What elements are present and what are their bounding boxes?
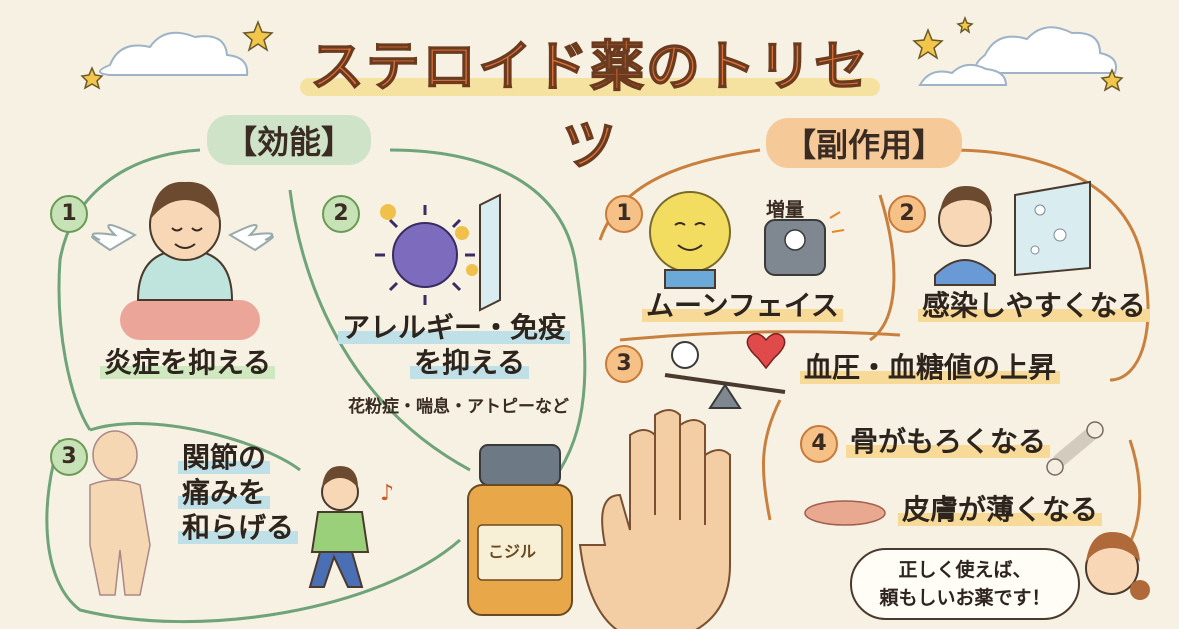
skin-icon (804, 500, 886, 526)
side-effect-text-5: 皮膚が薄くなる (898, 493, 1103, 526)
effect-text-3-line3: 和らげる (178, 511, 299, 544)
scale-text: 増量 (766, 199, 805, 221)
effect-note-2: 花粉症・喘息・アトピーなど (348, 397, 569, 417)
side-effect-number-3: 3 (605, 345, 643, 383)
speech-bubble: 正しく使えば、 頼もしいお薬です！ (850, 548, 1080, 620)
effect-text-2-line1: アレルギー・免疫 (338, 311, 571, 344)
bottle-label: こジル (488, 542, 537, 561)
effect-number-3: 3 (50, 438, 88, 476)
angel-person-icon (91, 181, 274, 340)
hand-icon (578, 409, 731, 629)
side-effect-label-4: 骨がもろくなる (846, 424, 1051, 459)
effect-text-3-line1: 関節の (178, 441, 271, 474)
side-effect-label-1: ムーンフェイス (642, 288, 843, 323)
speech-line-1: 正しく使えば、 (898, 559, 1032, 581)
scale-icon (764, 211, 845, 276)
side-effect-number-4: 4 (800, 425, 838, 463)
effect-label-1: 炎症を抑える (100, 345, 276, 380)
bone-icon (1046, 421, 1104, 476)
effect-text-3-line2: 痛みを (178, 476, 271, 509)
effect-text-1: 炎症を抑える (100, 346, 276, 379)
section-heading-side-effects: 【副作用】 (766, 118, 963, 168)
virus-icon (375, 193, 501, 312)
side-effect-label-2: 感染しやすくなる (918, 288, 1150, 323)
blood-pressure-scale-icon (664, 333, 786, 409)
joint-body-icon (89, 430, 151, 596)
section-heading-effects: 【効能】 (207, 115, 372, 165)
side-effect-text-1: ムーンフェイス (642, 289, 843, 322)
nurse-icon (1085, 532, 1150, 600)
divider-lines-effects (45, 148, 587, 623)
side-effect-text-3: 血圧・血糖値の上昇 (800, 351, 1061, 384)
sick-person-icon (934, 180, 1091, 286)
moon-face-icon (649, 191, 731, 289)
side-effect-number-2: 2 (888, 195, 926, 233)
effect-label-3: 関節の 痛みを 和らげる (178, 440, 299, 545)
effect-number-2: 2 (322, 195, 360, 233)
star-icon (80, 15, 1124, 92)
title-highlight (300, 78, 880, 96)
cloud-icon (99, 31, 249, 76)
side-effect-text-4: 骨がもろくなる (846, 425, 1051, 458)
page-title: ステロイド薬のトリセツ (309, 34, 870, 178)
medicine-bottle-icon (467, 444, 573, 616)
speech-line-2: 頼もしいお薬です！ (879, 587, 1051, 609)
side-effect-text-2: 感染しやすくなる (918, 289, 1150, 322)
effect-text-2-line2: を抑える (410, 346, 530, 379)
side-effect-number-1: 1 (605, 195, 643, 233)
side-effect-label-3: 血圧・血糖値の上昇 (800, 350, 1061, 385)
cloud-icon (918, 26, 1117, 86)
effect-label-2: アレルギー・免疫 を抑える (338, 310, 571, 380)
walking-child-icon: ♪ (308, 466, 394, 588)
effect-number-1: 1 (50, 195, 88, 233)
svg-text:♪: ♪ (380, 481, 394, 506)
side-effect-label-5: 皮膚が薄くなる (898, 492, 1103, 527)
